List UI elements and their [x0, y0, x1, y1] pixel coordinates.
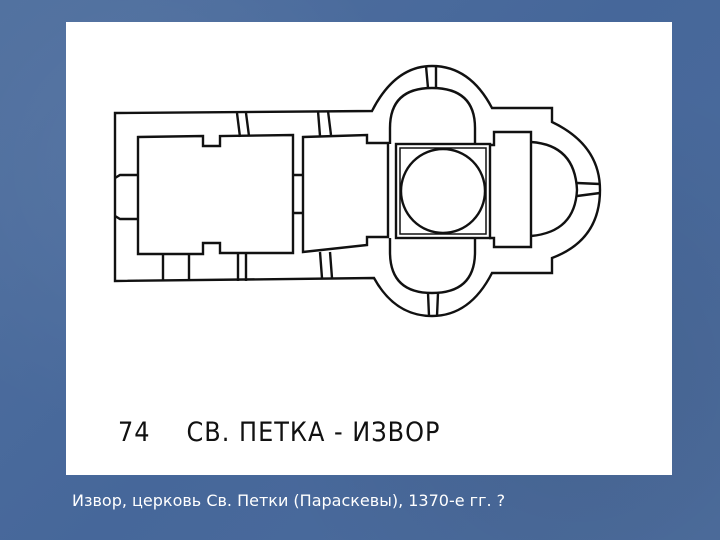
plan-label: 74 СВ. ПЕТКА - ИЗВОР — [118, 417, 440, 448]
church-floor-plan — [113, 64, 602, 318]
floor-plan-figure: 74 СВ. ПЕТКА - ИЗВОР — [66, 22, 672, 475]
plan-title: СВ. ПЕТКА - ИЗВОР — [186, 416, 441, 448]
plan-number: 74 — [118, 416, 151, 448]
slide-caption: Извор, церковь Св. Петки (Параскевы), 13… — [72, 491, 506, 510]
